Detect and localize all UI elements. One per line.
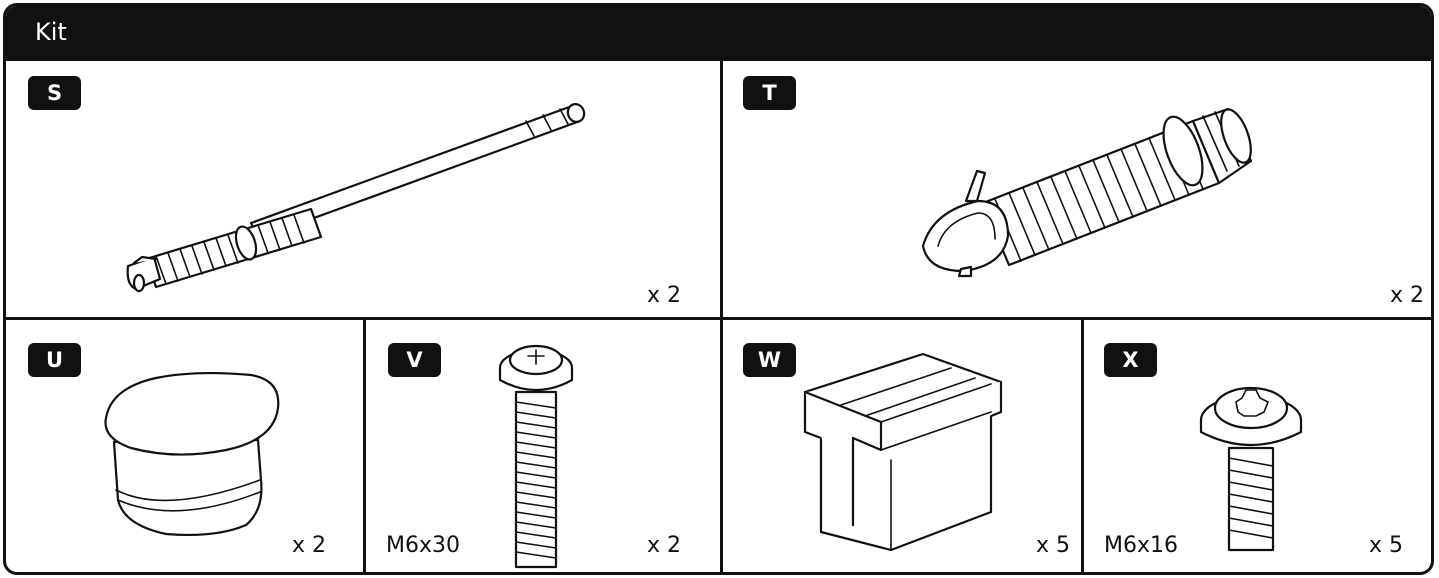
- slotted-block-icon: [803, 352, 1003, 552]
- part-qty-u: x 2: [292, 533, 327, 558]
- part-badge-v: V: [388, 343, 441, 377]
- part-cell-s: S x 2: [6, 61, 720, 317]
- part-badge-s: S: [28, 76, 81, 110]
- column-divider-middle: [720, 61, 723, 572]
- part-cell-v: V M6x30 x 2: [366, 320, 720, 572]
- long-screw-icon: [498, 344, 574, 569]
- column-divider-left: [363, 317, 366, 572]
- part-qty-x: x 5: [1369, 533, 1404, 558]
- kit-panel: Kit S x 2 T: [3, 3, 1434, 575]
- part-badge-w: W: [743, 343, 796, 377]
- corrugated-hose-icon: [921, 107, 1253, 278]
- kit-header: Kit: [6, 6, 1431, 61]
- short-screw-icon: [1199, 386, 1303, 552]
- kit-title: Kit: [35, 18, 67, 46]
- part-badge-u: U: [28, 343, 81, 377]
- part-code-x: M6x16: [1104, 533, 1178, 558]
- row-divider: [6, 317, 1431, 320]
- hose-with-rod-icon: [126, 103, 586, 293]
- part-cell-t: T x 2: [723, 61, 1431, 317]
- rubber-plug-icon: [104, 371, 280, 537]
- column-divider-right: [1081, 317, 1084, 572]
- part-cell-u: U x 2: [6, 320, 363, 572]
- part-qty-v: x 2: [647, 533, 682, 558]
- part-qty-t: x 2: [1390, 283, 1425, 308]
- part-qty-s: x 2: [647, 283, 682, 308]
- part-cell-w: W x 5: [723, 320, 1081, 572]
- part-cell-x: X M6x16 x 5: [1084, 320, 1431, 572]
- part-badge-t: T: [743, 76, 796, 110]
- part-badge-x: X: [1104, 343, 1157, 377]
- part-qty-w: x 5: [1036, 533, 1071, 558]
- part-code-v: M6x30: [386, 533, 460, 558]
